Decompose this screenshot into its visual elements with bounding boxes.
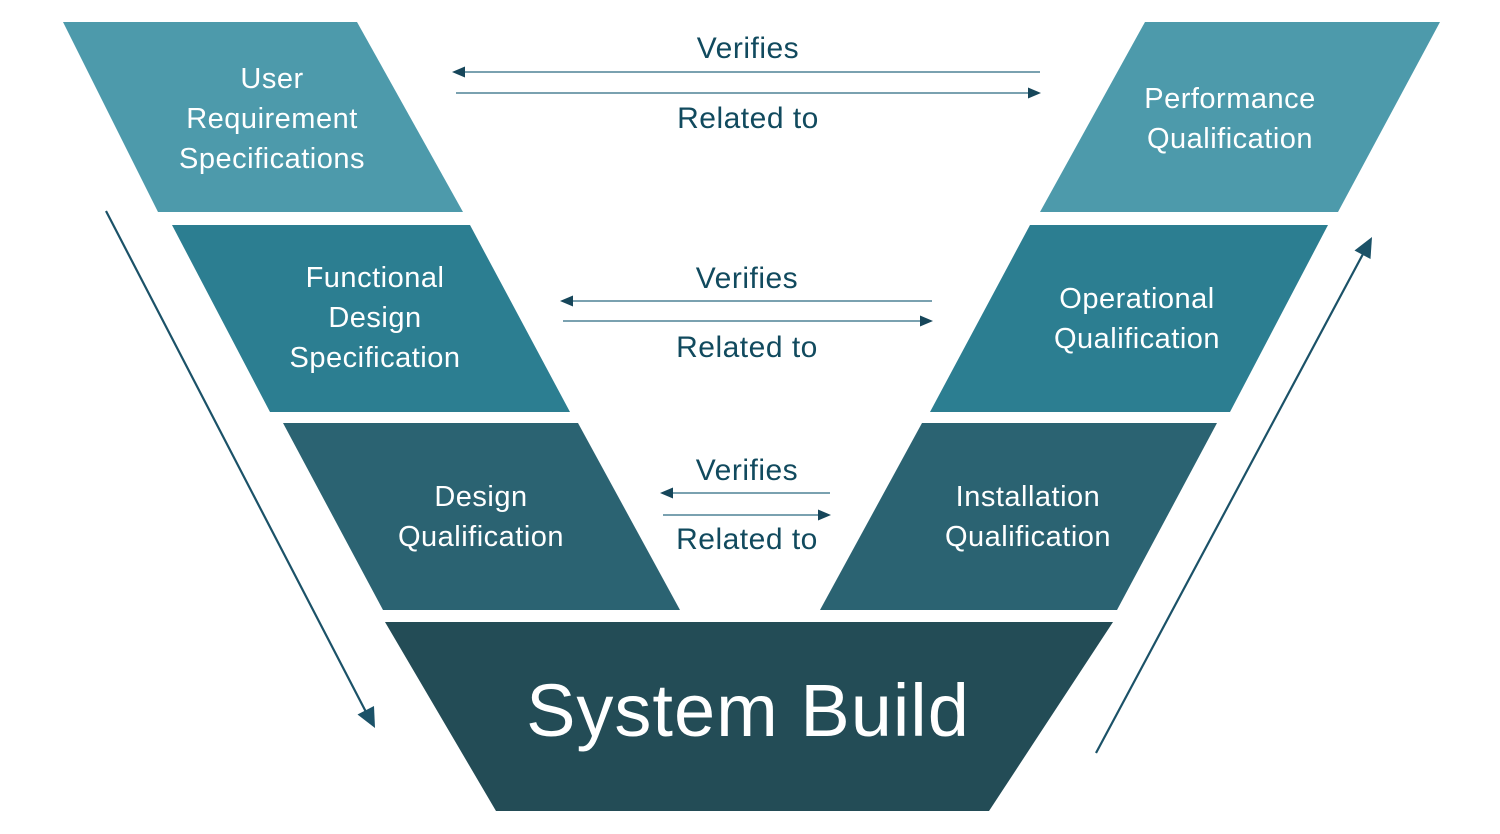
connector-3-right-arrowhead-icon xyxy=(818,509,831,521)
connector-1-right-arrowhead-icon xyxy=(1028,87,1041,99)
label-system-build: System Build xyxy=(526,669,970,752)
label-design-qualification-line-2: Qualification xyxy=(398,521,564,553)
label-operational-qualification-line-1: Operational xyxy=(1059,283,1214,315)
connector-2-verifies-label: Verifies xyxy=(696,262,798,295)
connector-1-left-arrowhead-icon xyxy=(452,66,465,78)
shape-performance-qualification xyxy=(1040,22,1440,212)
right-flow-arrow xyxy=(1095,237,1372,754)
label-installation-qualification-line-2: Qualification xyxy=(945,521,1111,553)
label-functional-design-specification-line-1: Functional xyxy=(306,262,445,294)
shape-user-requirement-specifications xyxy=(63,22,463,212)
connector-3-verifies-label: Verifies xyxy=(696,454,798,487)
label-functional-design-specification-line-3: Specification xyxy=(290,342,461,374)
left-flow-arrow xyxy=(105,210,375,728)
connector-2-right-arrowhead-icon xyxy=(920,315,933,327)
right-flow-arrow-line xyxy=(1095,253,1364,754)
connector-fds-oq: Verifies Related to xyxy=(560,262,933,364)
right-column: Performance Qualification Operational Qu… xyxy=(820,22,1440,610)
label-design-qualification-line-1: Design xyxy=(434,481,527,513)
left-flow-arrow-line xyxy=(105,210,367,713)
left-flow-arrowhead-icon xyxy=(357,706,375,728)
connector-dq-iq: Verifies Related to xyxy=(660,454,831,556)
shape-design-qualification xyxy=(283,423,680,610)
label-functional-design-specification-line-2: Design xyxy=(328,302,421,334)
left-column: User Requirement Specifications Function… xyxy=(63,22,680,610)
label-performance-qualification-line-1: Performance xyxy=(1144,83,1316,115)
connector-2-related-to-label: Related to xyxy=(676,331,818,364)
label-user-requirement-specifications-line-1: User xyxy=(240,63,303,95)
connector-3-left-arrowhead-icon xyxy=(660,487,673,499)
connector-urs-pq: Verifies Related to xyxy=(452,32,1041,135)
shape-operational-qualification xyxy=(930,225,1328,412)
base-stage: System Build xyxy=(385,622,1113,811)
shape-installation-qualification xyxy=(820,423,1217,610)
connector-2-left-arrowhead-icon xyxy=(560,295,573,307)
connector-3-related-to-label: Related to xyxy=(676,523,818,556)
connector-1-verifies-label: Verifies xyxy=(697,32,799,65)
shape-system-build xyxy=(385,622,1113,811)
label-user-requirement-specifications-line-2: Requirement xyxy=(186,103,358,135)
label-operational-qualification-line-2: Qualification xyxy=(1054,323,1220,355)
label-installation-qualification-line-1: Installation xyxy=(956,481,1101,513)
label-performance-qualification-line-2: Qualification xyxy=(1147,123,1313,155)
right-flow-arrowhead-icon xyxy=(1354,237,1372,259)
shape-functional-design-specification xyxy=(172,225,570,412)
label-user-requirement-specifications-line-3: Specifications xyxy=(179,143,365,175)
connector-1-related-to-label: Related to xyxy=(677,102,819,135)
